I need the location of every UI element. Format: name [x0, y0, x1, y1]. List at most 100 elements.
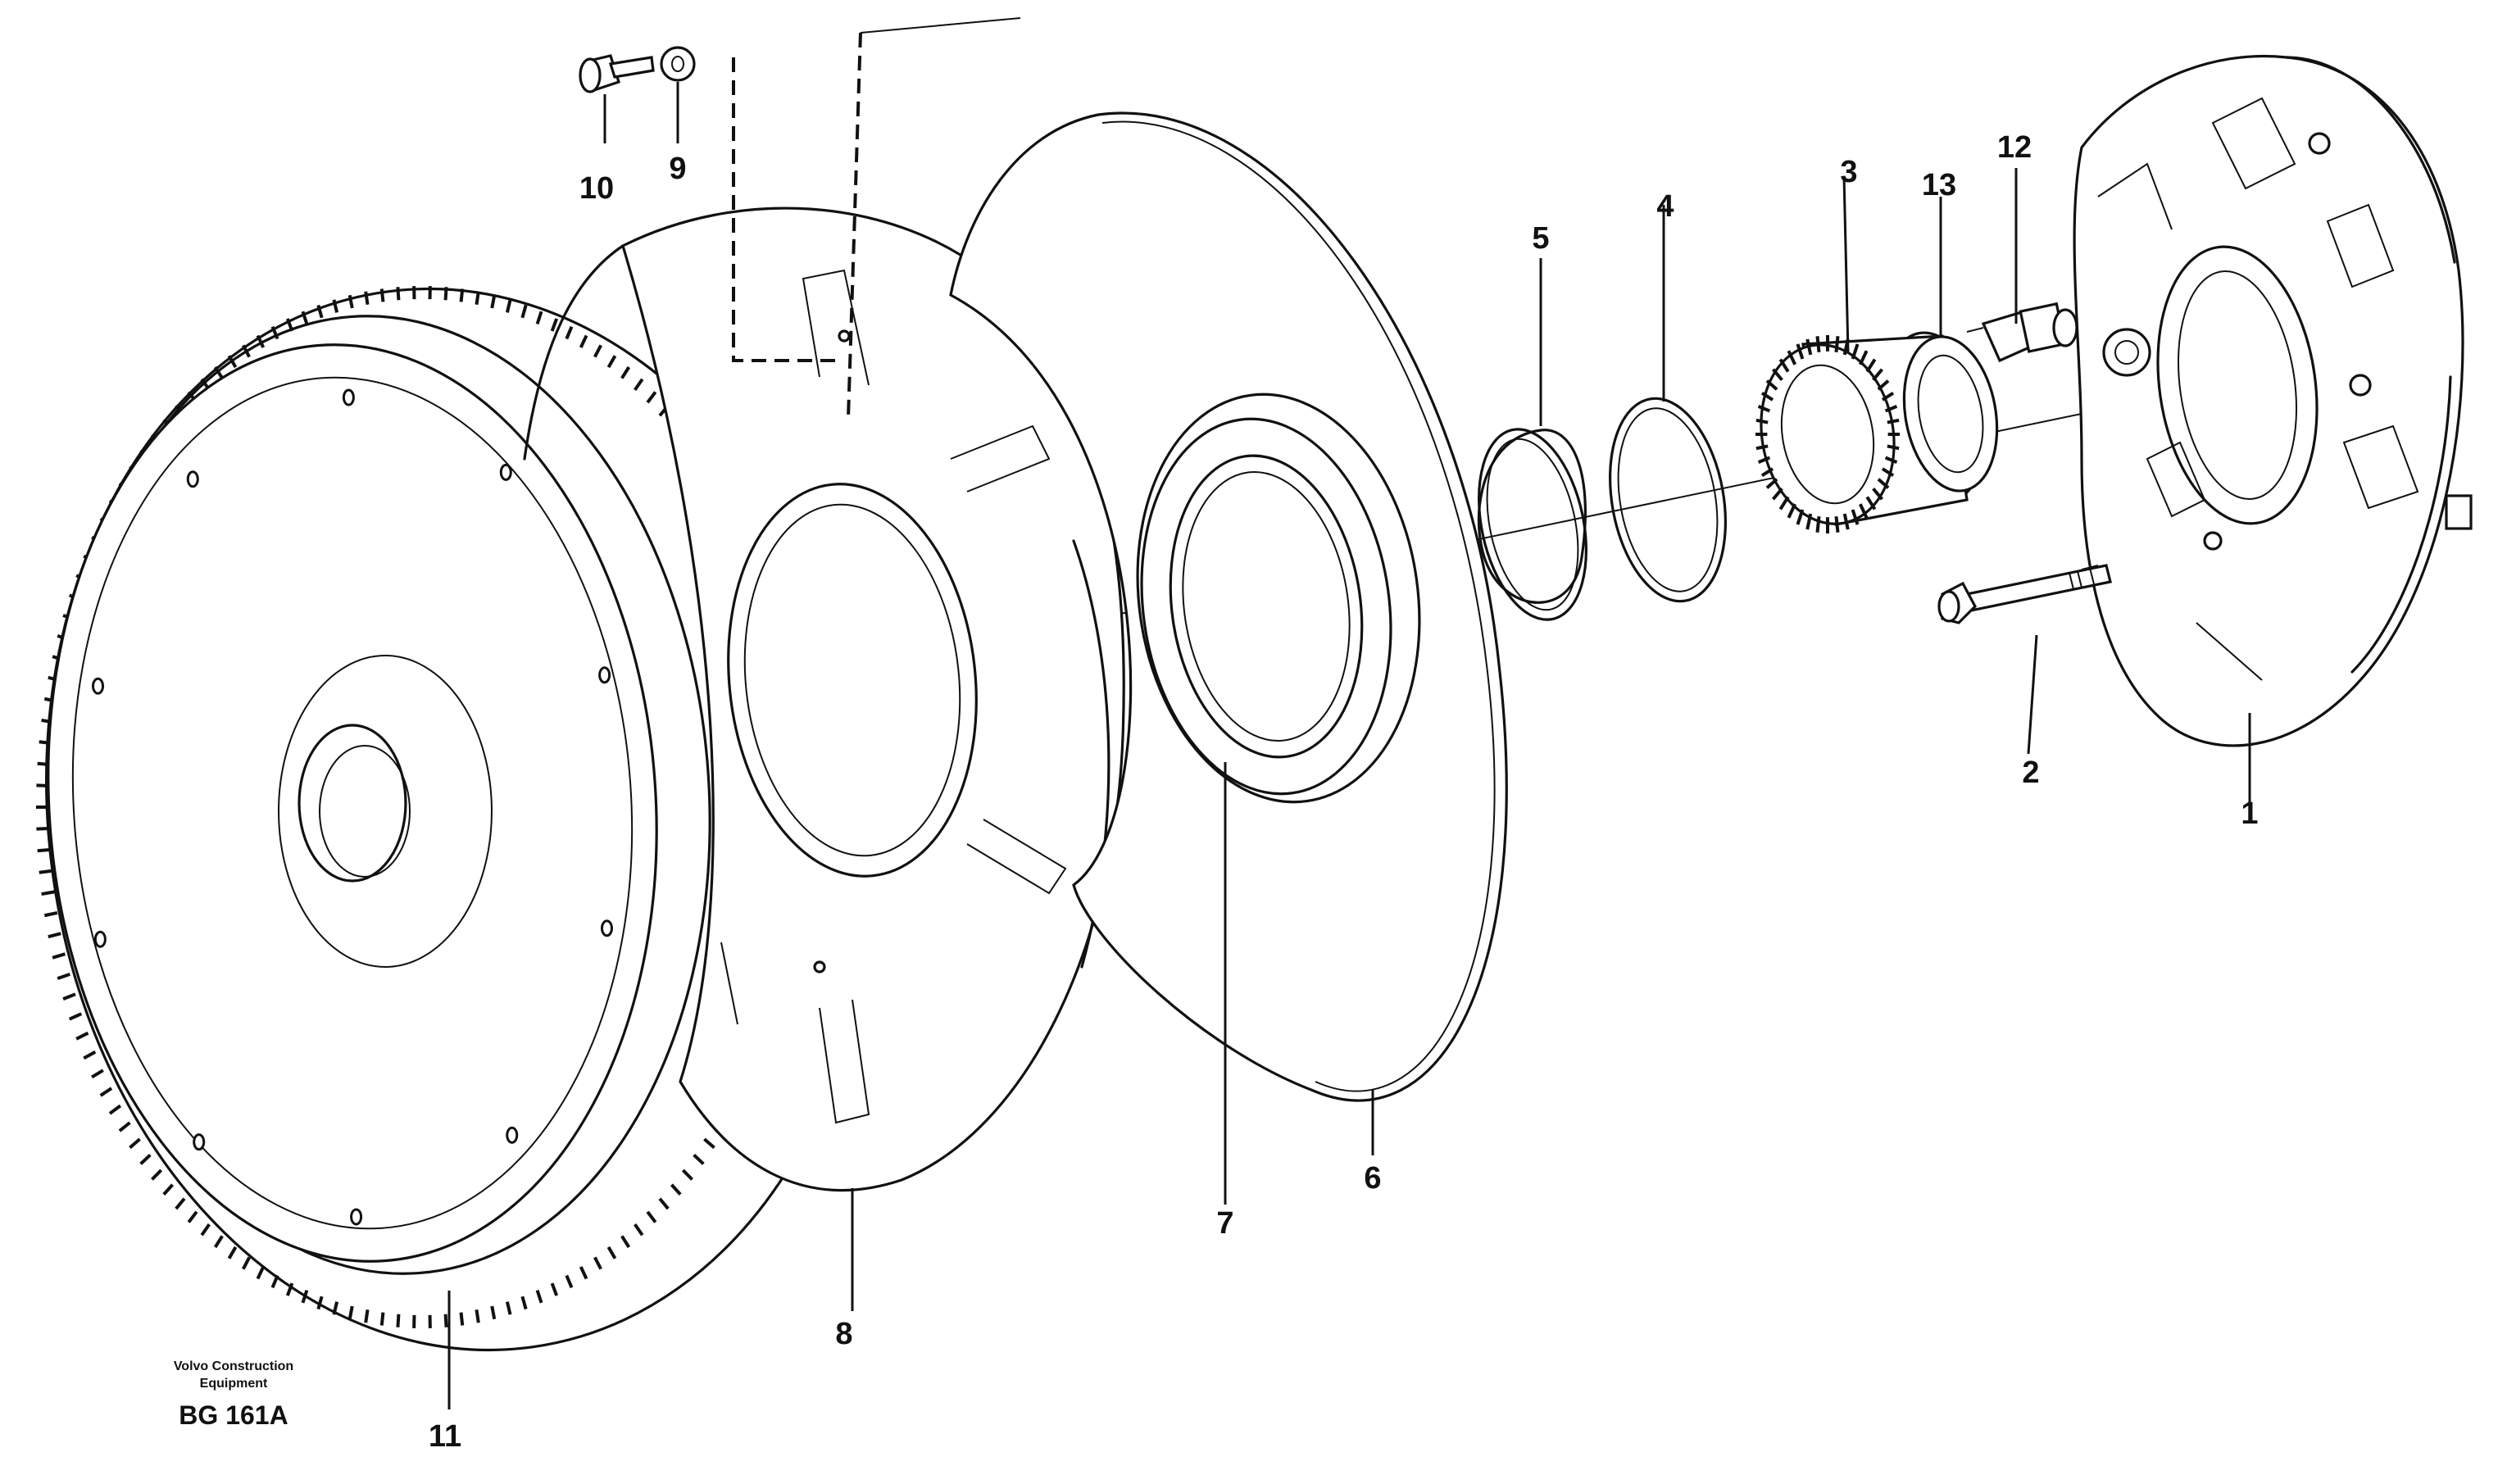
- gear-tooth: [242, 1256, 251, 1270]
- gear-tooth: [270, 325, 279, 340]
- gear-tooth: [535, 1290, 543, 1304]
- gear-tooth: [227, 355, 238, 369]
- gear-tooth: [52, 952, 66, 960]
- housing-bore: [2156, 245, 2319, 525]
- gear-tooth: [520, 304, 528, 319]
- gear-tooth: [459, 1312, 465, 1326]
- gear-tooth: [285, 318, 294, 332]
- gear-tooth: [364, 291, 370, 305]
- cover-center-opening: [727, 483, 978, 878]
- gear-tooth: [43, 910, 58, 918]
- spline-tooth: [1887, 418, 1900, 424]
- spline-tooth: [1796, 509, 1805, 525]
- spline-tooth: [1755, 444, 1769, 451]
- gear-tooth: [75, 1031, 89, 1041]
- spline-tooth: [1884, 405, 1898, 413]
- gear-tooth: [606, 355, 617, 369]
- spline-tooth: [1796, 343, 1805, 360]
- bolt-hole: [92, 677, 105, 695]
- gear-tooth: [57, 973, 70, 981]
- gear-tooth: [606, 1246, 617, 1259]
- callout-9: 9: [669, 152, 686, 186]
- gear-tooth: [593, 1256, 602, 1270]
- gear-tooth: [162, 1183, 175, 1196]
- gear-tooth: [475, 1309, 480, 1323]
- gear-tooth: [227, 1246, 238, 1259]
- gear-tooth: [646, 1210, 657, 1223]
- gear-tooth: [68, 1012, 83, 1021]
- gear-tooth: [151, 1169, 163, 1181]
- spline-tooth: [1778, 358, 1790, 373]
- flywheel-bolt-holes: [92, 388, 613, 1226]
- gear-tooth: [285, 1282, 294, 1296]
- spline-tooth: [1881, 392, 1895, 402]
- spline-tooth: [1887, 444, 1900, 451]
- callout-13: 13: [1922, 168, 1956, 202]
- callout-11: 11: [429, 1419, 461, 1454]
- snap-ring-5: [1477, 428, 1588, 621]
- gear-tooth: [364, 1309, 370, 1323]
- spline-tooth: [1865, 496, 1877, 511]
- spline-tooth: [1771, 487, 1783, 501]
- credit-line-2: Equipment: [200, 1377, 268, 1391]
- spline-tooth: [1884, 456, 1898, 464]
- gear-tooth: [62, 992, 76, 1001]
- spline-tooth: [1872, 487, 1884, 501]
- gear-tooth: [670, 1183, 682, 1196]
- spline-tooth: [1765, 478, 1778, 489]
- callout-10: 10: [579, 171, 614, 206]
- gear-tooth: [91, 1069, 104, 1079]
- drawing-credit: Volvo Construction Equipment BG 161A: [174, 1359, 293, 1430]
- gear-tooth: [565, 1274, 574, 1289]
- gear-tooth: [681, 1169, 693, 1181]
- gear-tooth: [379, 288, 385, 302]
- gear-tooth: [332, 1301, 339, 1315]
- spline-tooth: [1765, 379, 1778, 391]
- gear-tooth: [316, 1296, 324, 1310]
- gear-tooth: [36, 826, 50, 831]
- gear-tooth: [256, 1266, 266, 1280]
- spline-tooth: [1842, 513, 1850, 530]
- spline-tooth: [1858, 503, 1869, 519]
- gear-tooth: [396, 287, 401, 301]
- gear-tooth: [505, 1301, 512, 1315]
- gear-tooth: [620, 365, 631, 379]
- spline-tooth: [1778, 496, 1790, 511]
- seal-7: [1136, 393, 1421, 804]
- bolt-hole: [193, 1133, 206, 1151]
- gear-tooth: [658, 1197, 670, 1210]
- spline-tooth: [1805, 513, 1813, 530]
- bolt-hole: [506, 1126, 519, 1144]
- gear-tooth: [459, 288, 465, 302]
- flywheel-11: [36, 286, 873, 1352]
- gear-tooth: [520, 1296, 528, 1310]
- fitting-12: [1966, 302, 2078, 363]
- spline-tooth: [1865, 358, 1877, 373]
- gear-tooth: [634, 1223, 644, 1237]
- spline-tooth: [1787, 350, 1797, 365]
- callout-5: 5: [1532, 221, 1549, 256]
- callout-8: 8: [835, 1317, 852, 1351]
- bolt-hole: [350, 1208, 363, 1226]
- flywheel-hub: [297, 724, 407, 883]
- gear-tooth: [118, 1121, 131, 1132]
- gear-tooth: [693, 1153, 705, 1165]
- credit-line-1: Volvo Construction: [174, 1359, 293, 1373]
- bolt-hole: [342, 388, 355, 406]
- gear-tooth: [256, 334, 266, 348]
- drawing-code: BG 161A: [179, 1400, 288, 1430]
- spline-tooth: [1851, 343, 1860, 360]
- spline-tooth: [1877, 478, 1890, 489]
- gear-tooth: [108, 1104, 122, 1115]
- gear-tooth: [213, 365, 224, 379]
- callout-3: 3: [1840, 155, 1857, 189]
- gear-tooth: [490, 294, 497, 309]
- gear-tooth: [242, 344, 251, 358]
- callouts: 1 2 3 4 5 6 7 8 9 10 11 12 13: [429, 130, 2259, 1454]
- converter-cover-8: [523, 17, 1125, 1192]
- spline-tooth: [1877, 379, 1890, 391]
- gear-tooth: [200, 1223, 211, 1237]
- spline-tooth: [1858, 350, 1869, 365]
- housing-1: [2073, 54, 2473, 747]
